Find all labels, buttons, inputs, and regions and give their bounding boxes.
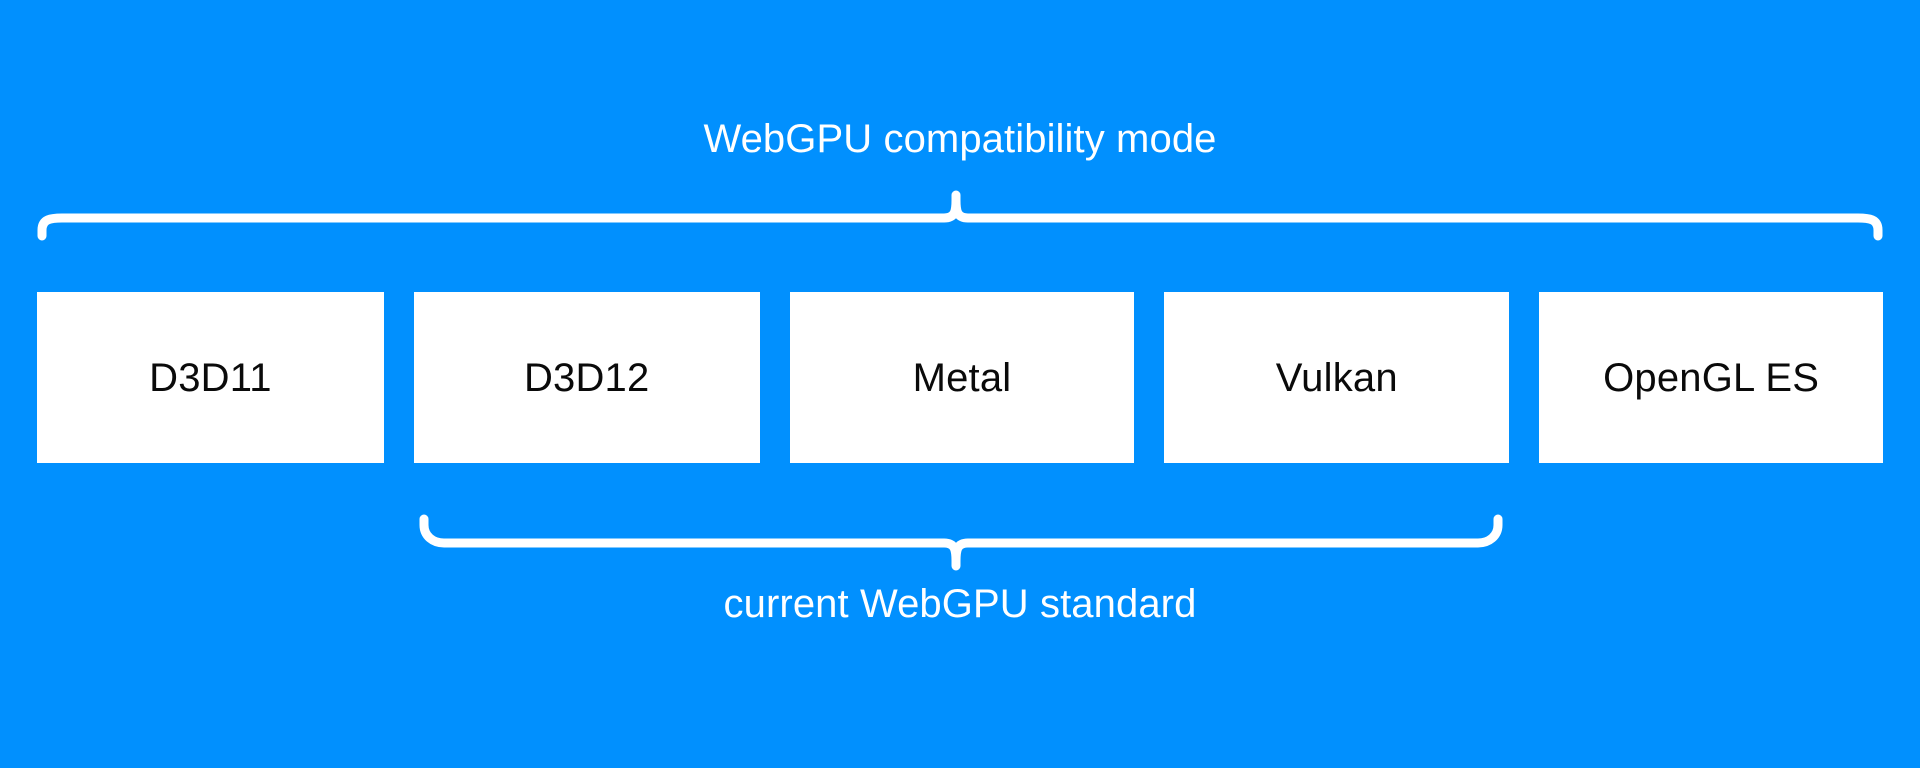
top-brace-icon <box>37 190 1883 241</box>
api-box-label: D3D11 <box>149 355 272 400</box>
api-box-metal[interactable]: Metal <box>789 292 1135 463</box>
bottom-brace-icon <box>419 514 1503 571</box>
api-box-vulkan[interactable]: Vulkan <box>1164 292 1510 463</box>
api-box-opengl-es[interactable]: OpenGL ES <box>1539 292 1883 463</box>
api-box-row: D3D11 D3D12 Metal Vulkan OpenGL ES <box>37 292 1883 463</box>
api-box-d3d11[interactable]: D3D11 <box>37 292 384 463</box>
api-box-label: OpenGL ES <box>1603 355 1820 400</box>
api-box-label: Vulkan <box>1275 355 1398 400</box>
top-brace-label: WebGPU compatibility mode <box>703 117 1217 161</box>
api-box-label: Metal <box>912 355 1012 400</box>
api-box-label: D3D12 <box>523 355 650 400</box>
api-box-d3d12[interactable]: D3D12 <box>413 292 760 463</box>
bottom-brace-label: current WebGPU standard <box>723 582 1197 626</box>
